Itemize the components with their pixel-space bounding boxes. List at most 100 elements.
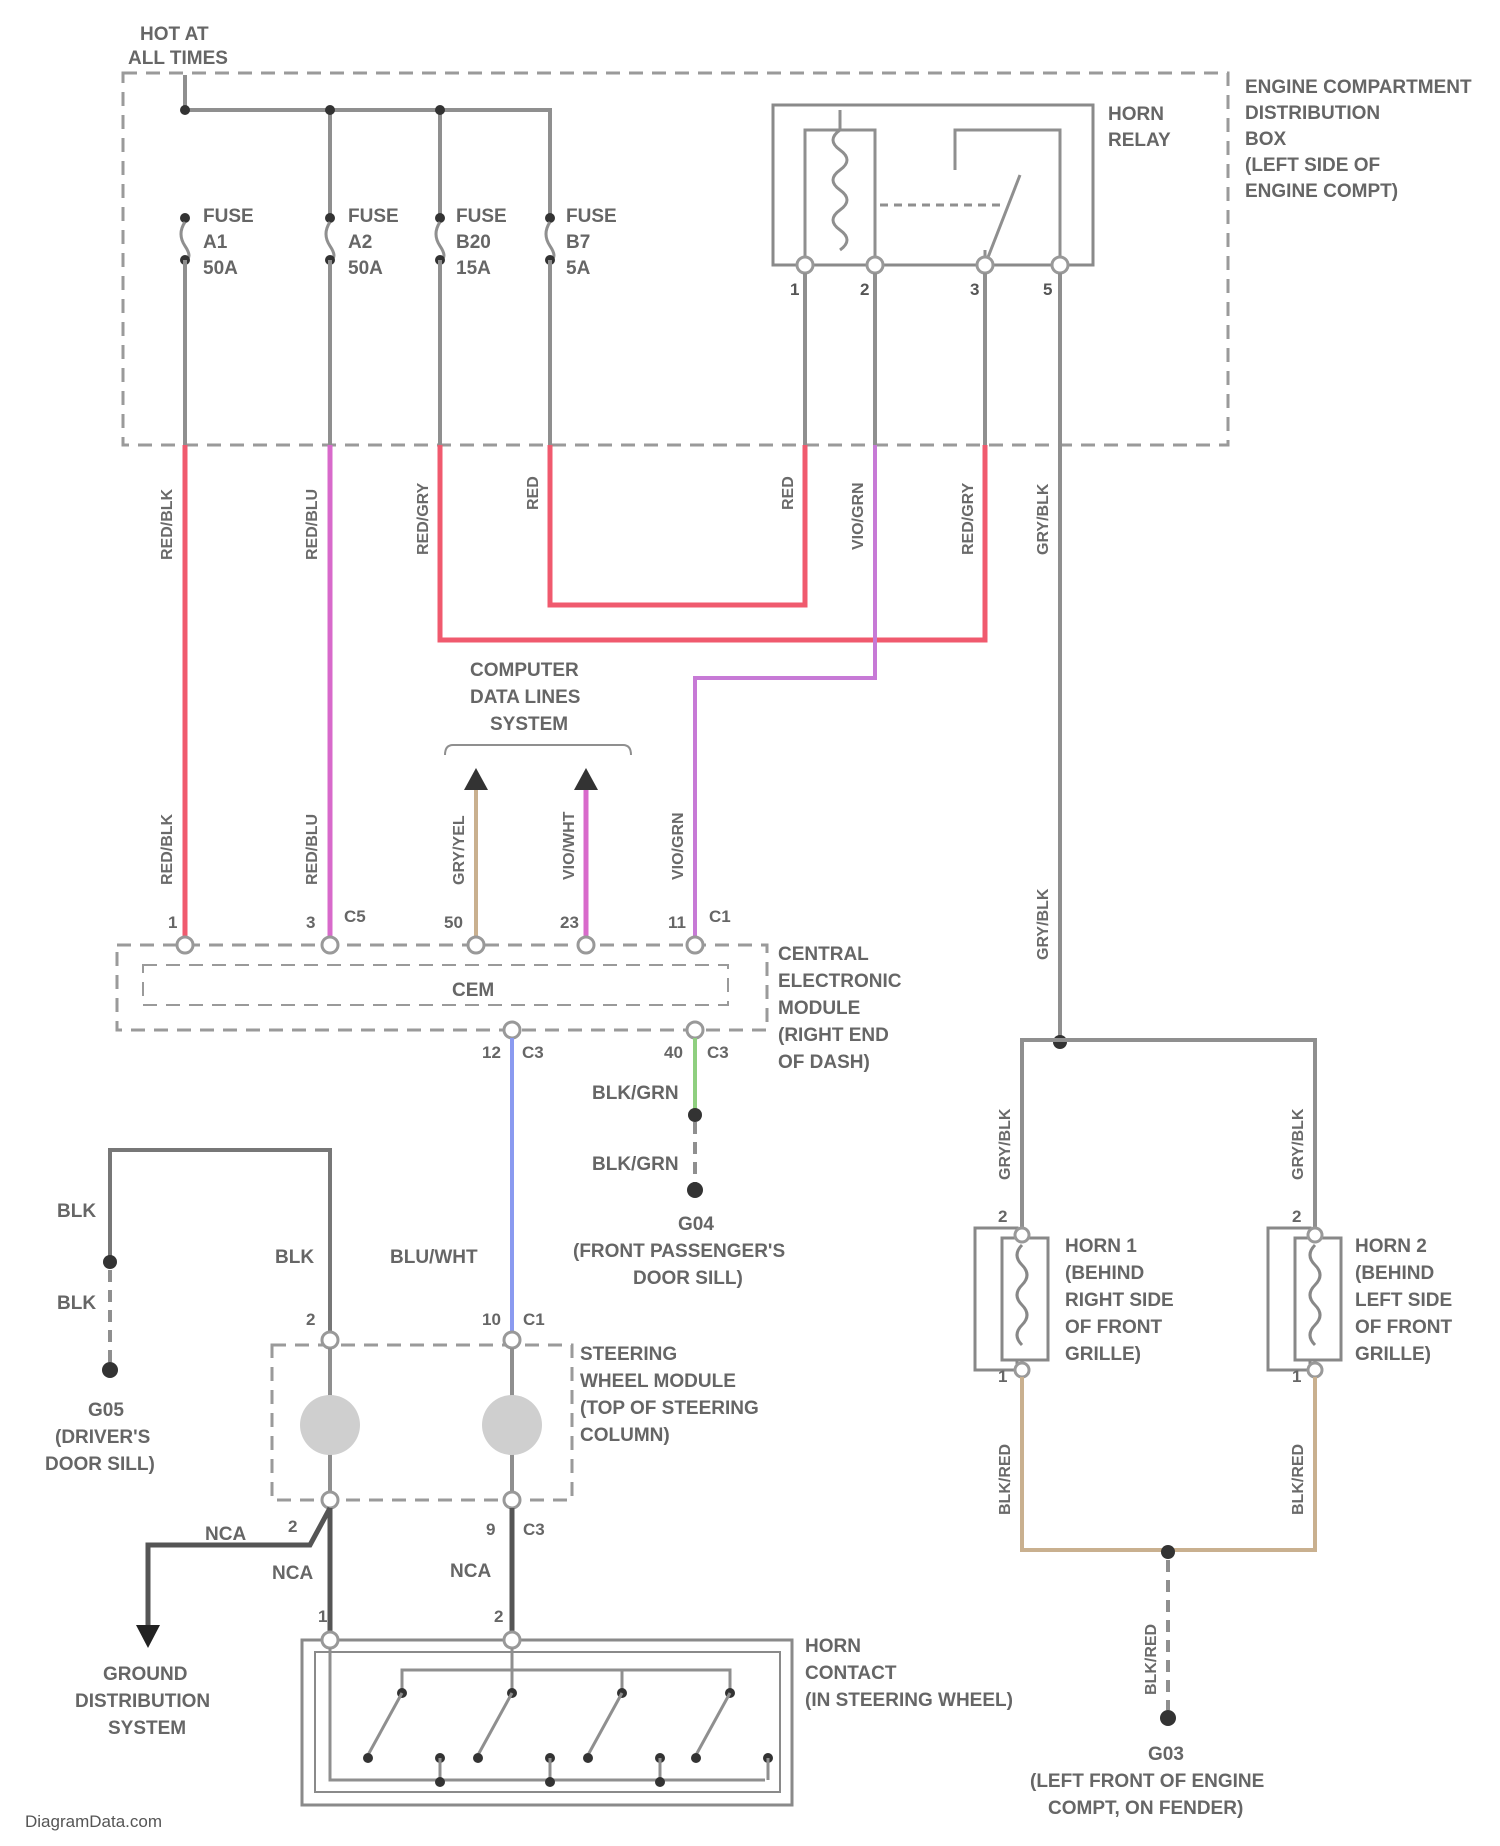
cem-label-5: OF DASH) xyxy=(778,1052,870,1073)
horn2-label-1: HORN 2 xyxy=(1355,1236,1427,1257)
fuse-b20-label-2: B20 xyxy=(456,232,491,253)
wire-label-blk-3: BLK xyxy=(57,1293,96,1314)
clockspring-1 xyxy=(300,1395,360,1455)
bus-node-1 xyxy=(180,105,190,115)
horn1-label-5: GRILLE) xyxy=(1065,1344,1141,1365)
swm-pin-9-label: 9 xyxy=(486,1520,495,1539)
horn-relay-label-2: RELAY xyxy=(1108,130,1171,151)
steering-module-label-3: (TOP OF STEERING xyxy=(580,1398,759,1419)
steering-module-label-2: WHEEL MODULE xyxy=(580,1371,736,1392)
contact-pin-1-label: 1 xyxy=(318,1607,327,1626)
cem-c1-label: C1 xyxy=(709,907,731,926)
horn2-pin-2-label: 2 xyxy=(1292,1207,1301,1226)
cem-label-2: ELECTRONIC xyxy=(778,971,902,992)
horn2-pin-1-label: 1 xyxy=(1292,1367,1301,1386)
g03-label-3: COMPT, ON FENDER) xyxy=(1048,1798,1243,1819)
relay-pin-3 xyxy=(977,257,993,273)
horn-contact-label-3: (IN STEERING WHEEL) xyxy=(805,1690,1013,1711)
swm-pin-2-bottom xyxy=(322,1492,338,1508)
horn-relay-internals xyxy=(805,110,1060,265)
bus-node-2 xyxy=(325,105,335,115)
fuse-a2-label-2: A2 xyxy=(348,232,372,253)
relay-pin-5 xyxy=(1052,257,1068,273)
cem-pin-40-label: 40 xyxy=(664,1043,683,1062)
fuse-a1-label-2: A1 xyxy=(203,232,228,253)
contact-pin-1 xyxy=(322,1632,338,1648)
splice-horn-ground xyxy=(1161,1545,1175,1559)
cem-inner-label: CEM xyxy=(452,980,494,1001)
g04-label-1: G04 xyxy=(678,1214,714,1235)
cem-pin-50 xyxy=(468,937,484,953)
swm-pin-2-label: 2 xyxy=(306,1310,315,1329)
horn1-label-2: (BEHIND xyxy=(1065,1263,1144,1284)
data-lines-bracket xyxy=(445,745,631,755)
wire-red-gry xyxy=(440,445,985,640)
cem-pin-12 xyxy=(504,1022,520,1038)
horn-contact-label-1: HORN xyxy=(805,1636,861,1657)
horn-relay-label-1: HORN xyxy=(1108,104,1164,125)
cem-label-3: MODULE xyxy=(778,998,860,1019)
ground-g04 xyxy=(687,1182,703,1198)
steering-module-label-4: COLUMN) xyxy=(580,1425,670,1446)
horn2-label-3: LEFT SIDE xyxy=(1355,1290,1452,1311)
computer-data-label-3: SYSTEM xyxy=(490,714,568,735)
wire-label-red-gry-left: RED/GRY xyxy=(415,482,432,555)
horn1-label-4: OF FRONT xyxy=(1065,1317,1162,1338)
fuse-b20-label-3: 15A xyxy=(456,258,491,279)
wire-label-vio-wht: VIO/WHT xyxy=(561,811,578,880)
wire-label-blk-red-horn2: BLK/RED xyxy=(1290,1444,1307,1515)
wire-label-gry-blk-top: GRY/BLK xyxy=(1035,483,1052,555)
swm-pin-9 xyxy=(504,1492,520,1508)
horn1-pin-2 xyxy=(1015,1228,1029,1242)
cem-pin-23 xyxy=(578,937,594,953)
fuse-b7-label-1: FUSE xyxy=(566,206,617,227)
engine-box-label-5: ENGINE COMPT) xyxy=(1245,181,1398,202)
data-line-arrow-1 xyxy=(464,768,488,790)
data-line-arrow-2 xyxy=(574,768,598,790)
swm-c1-label: C1 xyxy=(523,1310,545,1329)
wire-label-red-blk-low: RED/BLK xyxy=(159,813,176,885)
swm-pin-2b-label: 2 xyxy=(288,1517,297,1536)
horn2-label-2: (BEHIND xyxy=(1355,1263,1434,1284)
fuse-b7-label-3: 5A xyxy=(566,258,591,279)
fuse-a1-label-1: FUSE xyxy=(203,206,254,227)
cem-pin-11 xyxy=(687,937,703,953)
relay-pin-5-label: 5 xyxy=(1043,280,1052,299)
wire-label-blu-wht: BLU/WHT xyxy=(390,1247,478,1268)
ground-dist-label-3: SYSTEM xyxy=(108,1718,186,1739)
splice-blk-grn xyxy=(688,1108,702,1122)
wire-label-blk-grn-1: BLK/GRN xyxy=(592,1083,679,1104)
ground-g03 xyxy=(1160,1710,1176,1726)
horn1-label-3: RIGHT SIDE xyxy=(1065,1290,1174,1311)
fuse-a1-label-3: 50A xyxy=(203,258,238,279)
wire-label-blk-2: BLK xyxy=(275,1247,314,1268)
horn2-pin-1 xyxy=(1308,1363,1322,1377)
computer-data-label-1: COMPUTER xyxy=(470,660,579,681)
swm-pin-10 xyxy=(504,1332,520,1348)
wire-label-blk-red-horn1: BLK/RED xyxy=(997,1444,1014,1515)
wire-label-blk-red-ground: BLK/RED xyxy=(1143,1624,1160,1695)
g05-label-2: (DRIVER'S xyxy=(55,1427,150,1448)
cem-c3-label-b: C3 xyxy=(707,1043,729,1062)
relay-pin-2-label: 2 xyxy=(860,280,869,299)
wire-label-nca-2: NCA xyxy=(272,1563,313,1584)
wire-label-vio-grn-top: VIO/GRN xyxy=(850,482,867,550)
cem-inner-box xyxy=(143,965,728,1005)
horn1-pin-1 xyxy=(1015,1363,1029,1377)
ground-dist-label-1: GROUND xyxy=(103,1664,187,1685)
cem-pin-1-label: 1 xyxy=(168,913,177,932)
ground-arrow xyxy=(136,1625,160,1648)
wire-blk-red-horns xyxy=(1022,1377,1315,1550)
wire-blk xyxy=(110,1150,330,1335)
wire-label-red-blu-low: RED/BLU xyxy=(304,814,321,885)
contact-pin-2 xyxy=(504,1632,520,1648)
wire-label-gry-blk-horn2: GRY/BLK xyxy=(1290,1108,1307,1180)
horn1-label-1: HORN 1 xyxy=(1065,1236,1137,1257)
cem-c3-label-a: C3 xyxy=(522,1043,544,1062)
wire-label-red-gry-right: RED/GRY xyxy=(960,482,977,555)
wire-label-gry-blk-mid: GRY/BLK xyxy=(1035,888,1052,960)
fuse-a2-label-3: 50A xyxy=(348,258,383,279)
ground-dist-label-2: DISTRIBUTION xyxy=(75,1691,210,1712)
bus-node-3 xyxy=(435,105,445,115)
